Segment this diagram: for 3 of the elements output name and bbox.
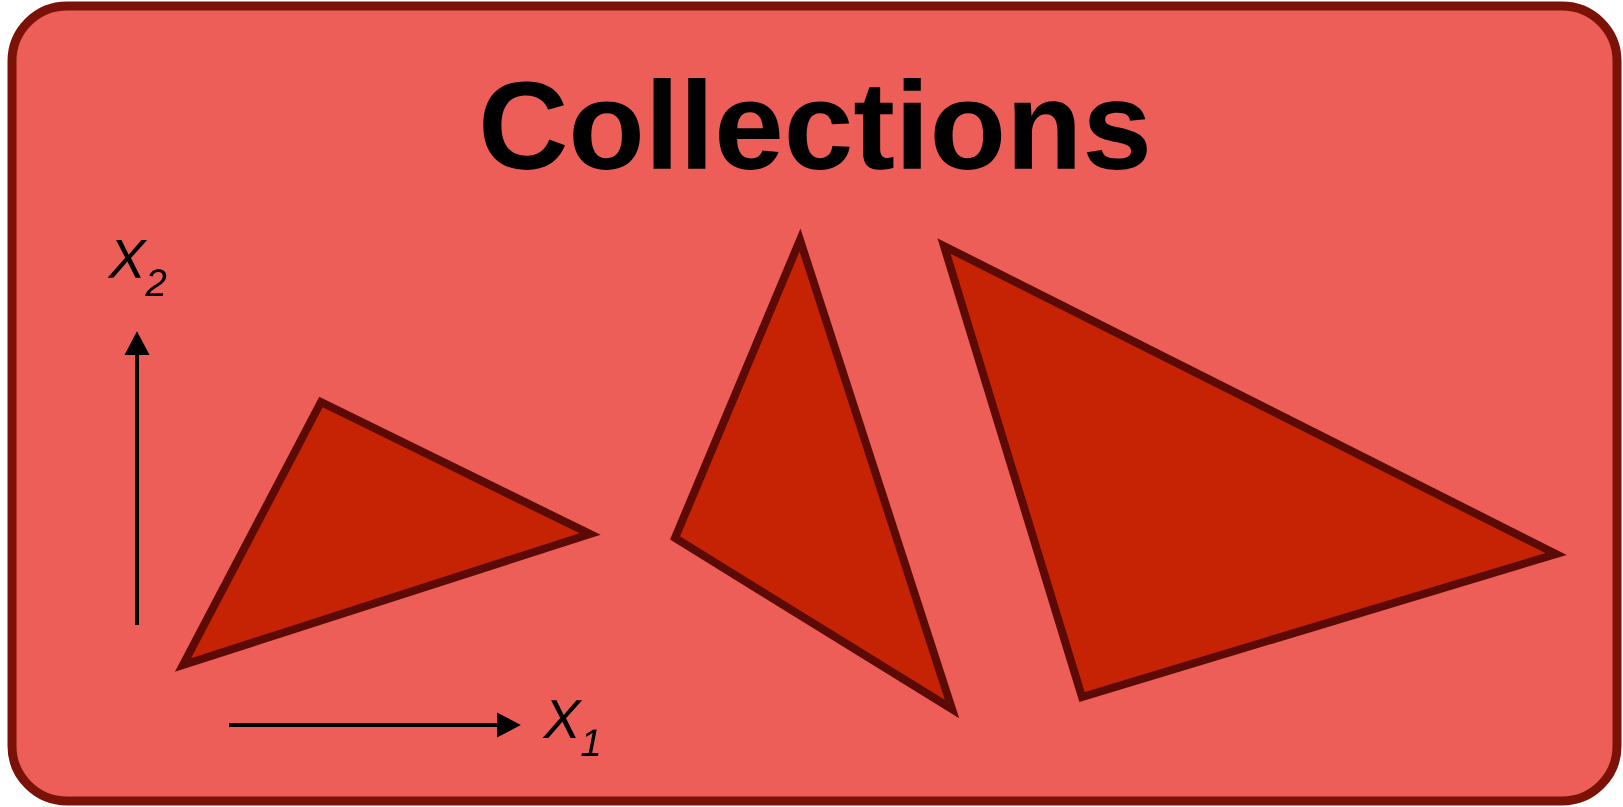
axis-label: X$_{1}$ xyxy=(542,700,599,756)
title: Collections xyxy=(483,78,1147,170)
axis-label: X$_{2}$ xyxy=(107,239,167,297)
